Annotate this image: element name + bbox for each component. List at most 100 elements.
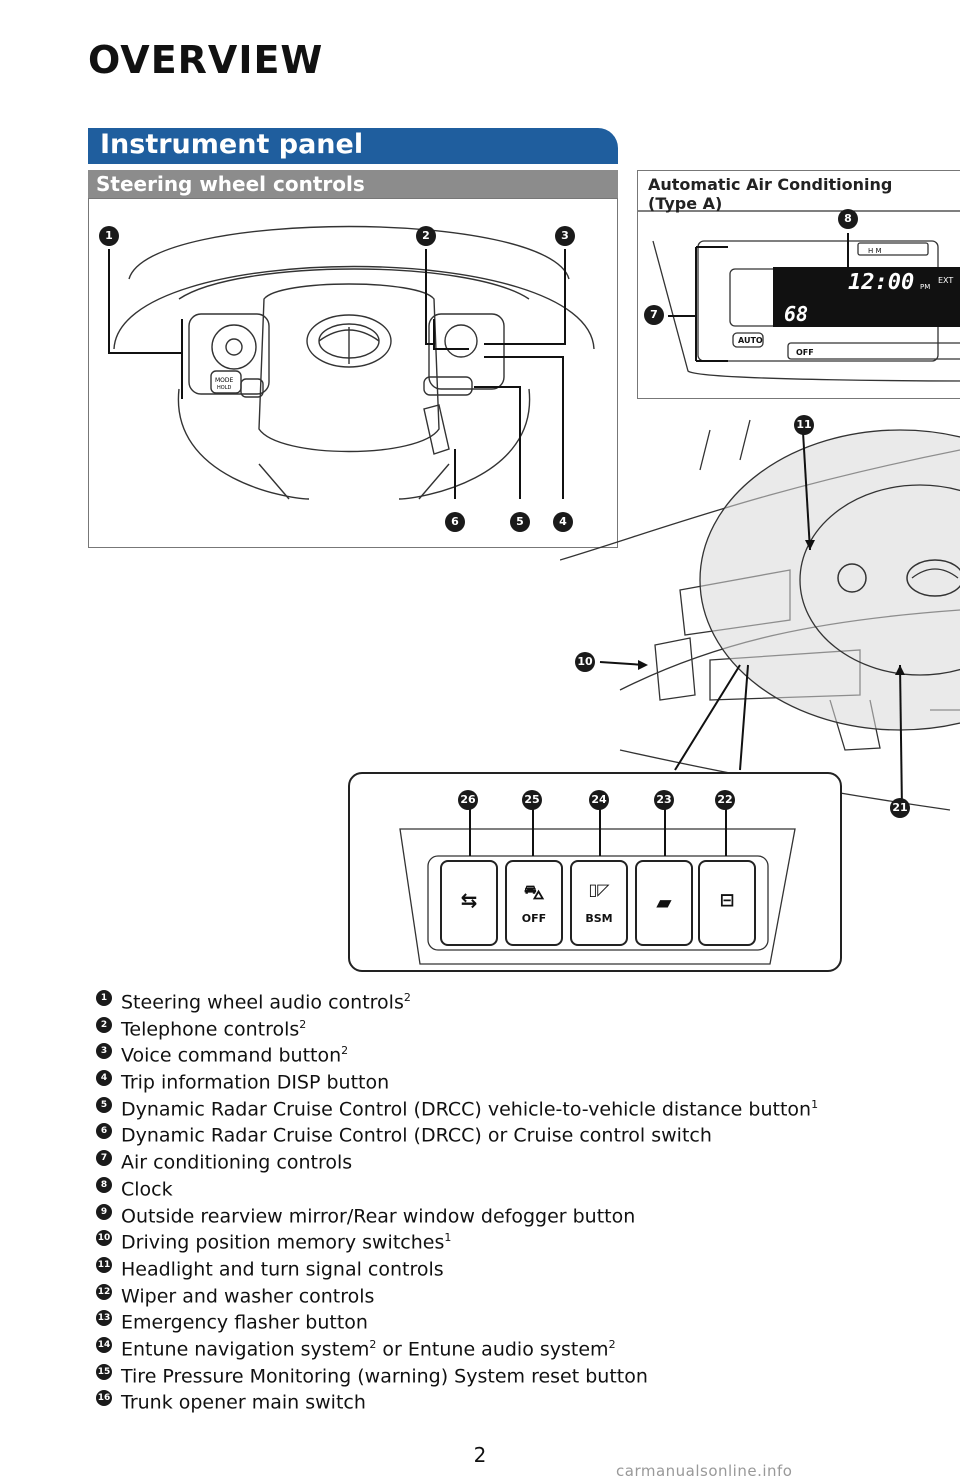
bsm-label: BSM — [585, 912, 613, 925]
legend-label: Driving position memory switches — [121, 1231, 445, 1254]
skid-car-icon: ⛍ — [523, 880, 545, 904]
legend-text: Trip information DISP button — [121, 1065, 389, 1095]
callout-2: 2 — [416, 226, 436, 246]
legend-label: Dynamic Radar Cruise Control (DRCC) vehi… — [121, 1098, 812, 1121]
callout-24: 24 — [589, 790, 609, 810]
legend-label: Steering wheel audio controls — [121, 991, 404, 1014]
legend-text: Steering wheel audio controls2 — [121, 985, 411, 1015]
ac-auto-label: AUTO — [738, 336, 763, 345]
air-conditioning-illustration: 12:00 PM EXT 68 H M AUTO OFF 7 8 — [637, 170, 960, 399]
legend-item: 3 Voice command button2 — [96, 1038, 956, 1068]
ac-title: Automatic Air Conditioning (Type A) — [648, 175, 892, 213]
legend-text: Entune navigation system2 or Entune audi… — [121, 1332, 616, 1362]
legend-number-badge: 7 — [96, 1150, 112, 1167]
legend-label: Entune navigation system — [121, 1338, 370, 1361]
legend-item: 15 Tire Pressure Monitoring (warning) Sys… — [96, 1359, 956, 1389]
page-title: OVERVIEW — [88, 38, 324, 82]
legend-number-badge: 1 — [96, 990, 112, 1006]
subsection-bar: Steering wheel controls — [88, 170, 618, 198]
callout-1: 1 — [99, 226, 119, 246]
legend-label: Tire Pressure Monitoring (warning) Syste… — [121, 1364, 648, 1387]
watermark: carmanualsonline.info — [616, 1462, 793, 1480]
callout-4: 4 — [553, 512, 573, 532]
legend-footnote: 2 — [369, 1337, 377, 1351]
legend-text: Tire Pressure Monitoring (warning) Syste… — [121, 1359, 648, 1389]
legend-number-badge: 6 — [96, 1123, 112, 1140]
ac-hm: H M — [868, 247, 882, 255]
section-banner: Instrument panel — [88, 128, 618, 164]
legend-label: Emergency flasher button — [121, 1311, 368, 1334]
steering-wheel-drawing: MODE HOLD — [108, 225, 595, 500]
legend-number-badge: 16 — [96, 1390, 112, 1407]
legend-text: Outside rearview mirror/Rear window defo… — [121, 1199, 635, 1229]
ac-title-line1: Automatic Air Conditioning — [648, 175, 893, 194]
dashboard-drawing — [559, 419, 960, 811]
ac-pm: PM — [920, 283, 930, 291]
legend-number-badge: 3 — [96, 1043, 112, 1060]
legend-label: Trunk opener main switch — [121, 1391, 366, 1414]
callout-21: 21 — [890, 798, 910, 818]
legend-text: Headlight and turn signal controls — [121, 1252, 444, 1282]
legend-label: Dynamic Radar Cruise Control (DRCC) or C… — [121, 1124, 712, 1147]
switch-panel-outline — [399, 804, 796, 965]
legend-text: Driving position memory switches1 — [121, 1225, 451, 1255]
legend-text: Trunk opener main switch — [121, 1385, 366, 1415]
legend-number-badge: 5 — [96, 1096, 112, 1113]
legend-text: Dynamic Radar Cruise Control (DRCC) vehi… — [121, 1092, 818, 1122]
ac-display — [773, 267, 960, 327]
callout-7: 7 — [644, 305, 664, 325]
callout-11: 11 — [794, 415, 814, 435]
legend-text: Voice command button2 — [121, 1038, 348, 1068]
legend-label: Clock — [121, 1178, 173, 1201]
ac-temp: 68 — [784, 302, 808, 326]
legend-label: Trip information DISP button — [121, 1071, 390, 1094]
ac-ext: EXT — [938, 276, 953, 285]
legend-footnote-2: 2 — [608, 1337, 616, 1351]
vsc-off-label: OFF — [521, 912, 547, 925]
legend-number-badge: 14 — [96, 1336, 112, 1353]
legend-text: Wiper and washer controls — [121, 1279, 374, 1309]
switch-panel-closeup: 26 25 24 23 22 ⇆ ⛍ OFF ▯◸ BSM ▰ ⊟ — [348, 772, 842, 972]
ac-panel-drawing: 12:00 PM EXT 68 H M AUTO OFF — [638, 210, 960, 382]
zoom-connector — [674, 664, 749, 771]
callout-6: 6 — [445, 512, 465, 532]
callout-22: 22 — [715, 790, 735, 810]
legend-label: Headlight and turn signal controls — [121, 1258, 444, 1281]
legend-text: Clock — [121, 1172, 173, 1202]
callout-10: 10 — [575, 652, 595, 672]
vsc-off-switch: ⛍ OFF — [505, 860, 563, 946]
legend-footnote: 1 — [811, 1097, 819, 1111]
legend-text: Telephone controls2 — [121, 1012, 306, 1042]
legend-text: Dynamic Radar Cruise Control (DRCC) or C… — [121, 1118, 712, 1148]
legend-number-badge: 15 — [96, 1363, 112, 1380]
page-number: 2 — [473, 1443, 487, 1467]
ac-off-label: OFF — [796, 348, 814, 357]
steering-wheel-illustration: MODE HOLD 1 2 3 4 5 6 — [88, 198, 618, 548]
ac-clock: 12:00 — [848, 270, 914, 295]
legend-item: 16 Trunk opener main switch — [96, 1385, 956, 1415]
callout-3: 3 — [555, 226, 575, 246]
legend-footnote: 2 — [341, 1044, 349, 1058]
mode-label: MODE — [215, 377, 234, 384]
callout-25: 25 — [522, 790, 542, 810]
callout-8: 8 — [838, 209, 858, 229]
legend-number-badge: 2 — [96, 1016, 112, 1033]
callout-5: 5 — [510, 512, 530, 532]
legend-item: 2 Telephone controls2 — [96, 1012, 956, 1042]
legend-label-cont: or Entune audio system — [376, 1338, 609, 1361]
mirror-icon: ▯◸ — [588, 880, 610, 899]
pre-collision-icon: ⇆ — [460, 888, 478, 912]
legend-text: Emergency flasher button — [121, 1305, 368, 1335]
tpms-icon: ⊟ — [719, 890, 735, 911]
callout-23: 23 — [654, 790, 674, 810]
legend-number-badge: 4 — [96, 1070, 112, 1087]
legend-footnote: 1 — [444, 1231, 452, 1245]
